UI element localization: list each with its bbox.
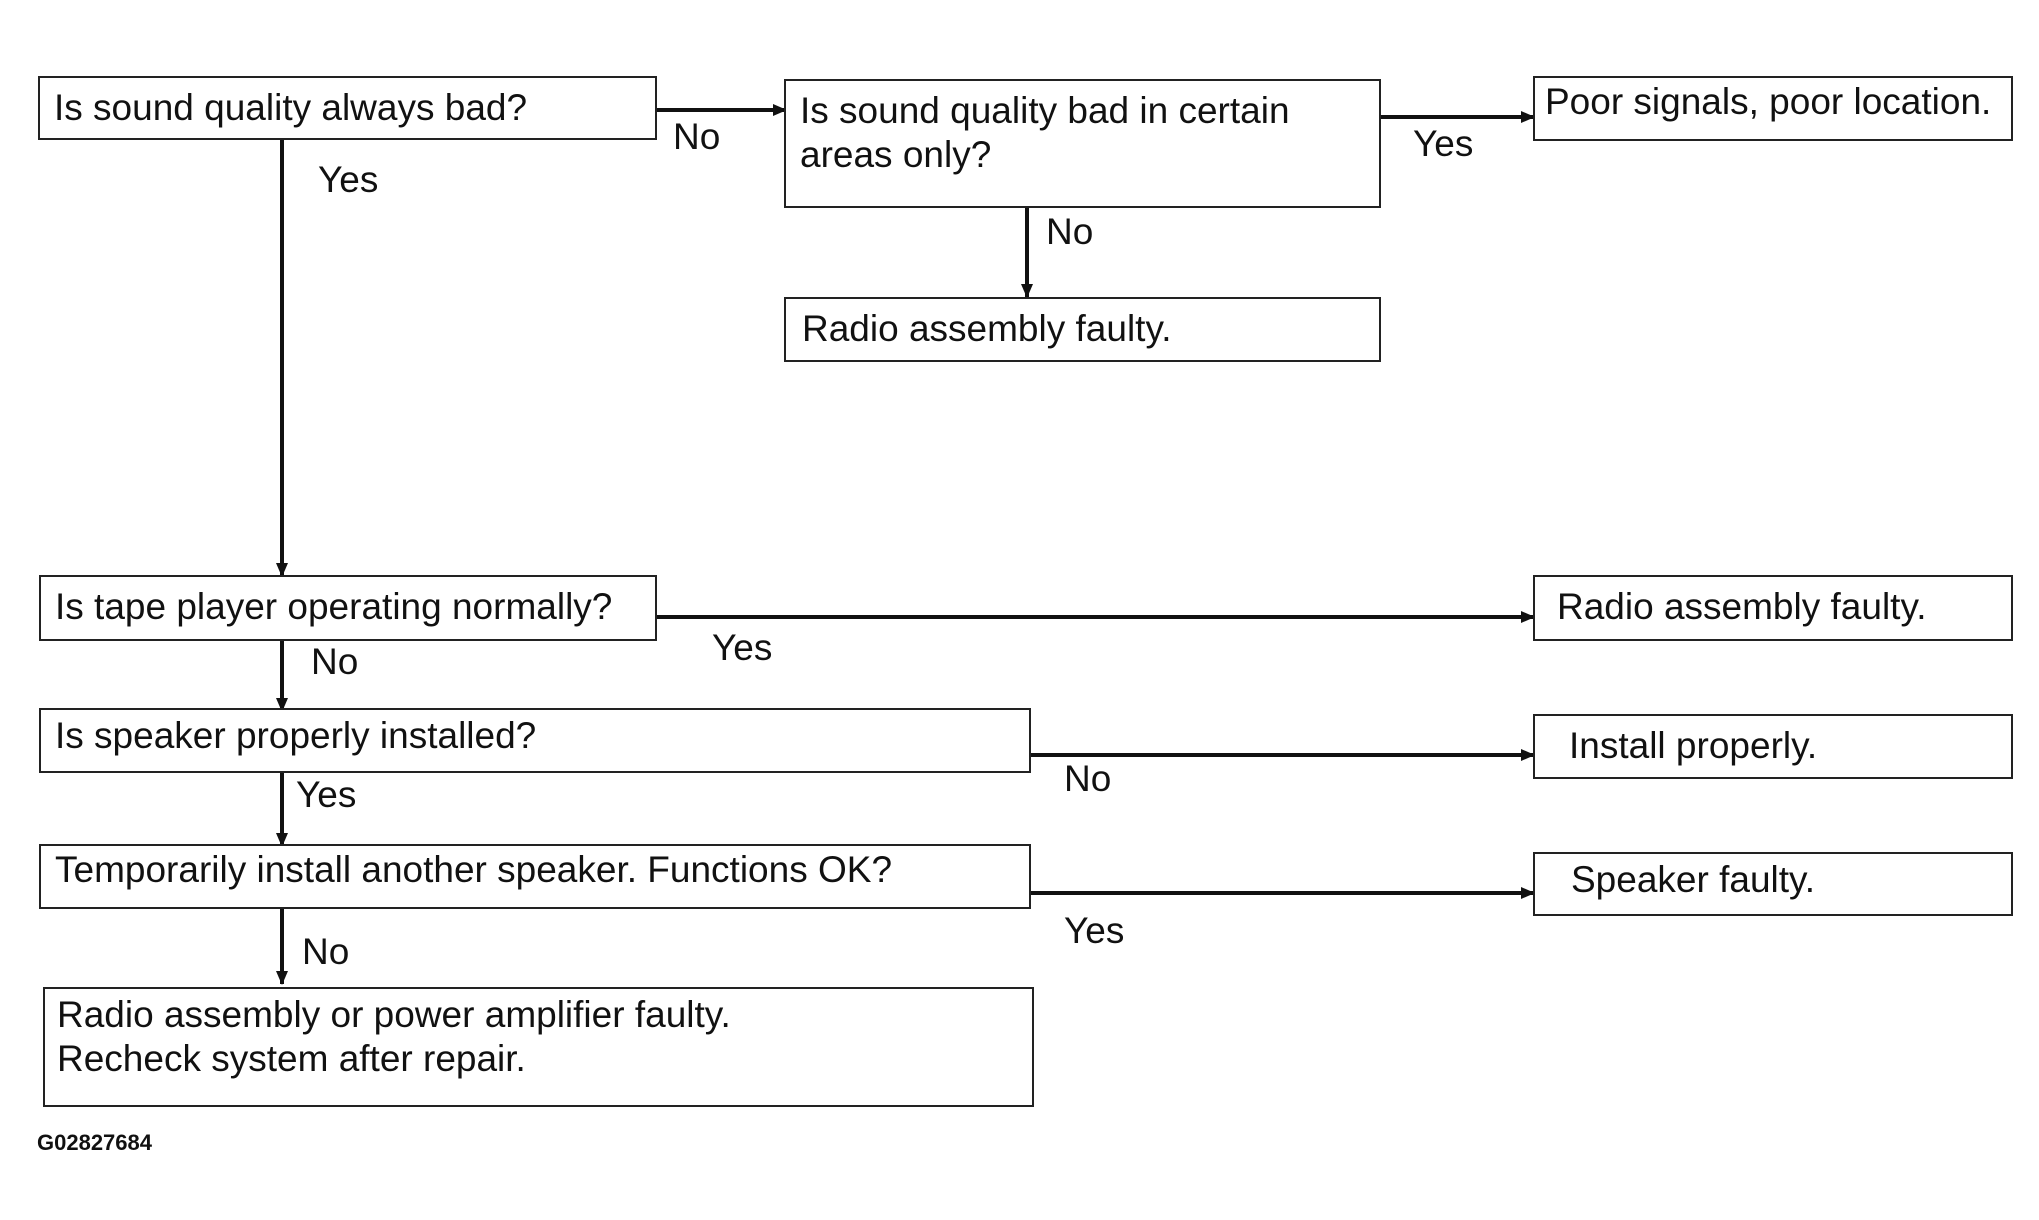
label-temp-yes: Yes <box>1064 910 1125 951</box>
label-tape-no: No <box>311 641 359 682</box>
box-text: Is sound quality always bad? <box>54 87 528 128</box>
box-sound-always-bad: Is sound quality always bad? <box>38 76 657 140</box>
box-install-properly: Install properly. <box>1533 714 2013 779</box>
box-text: Install properly. <box>1569 725 1818 766</box>
box-radio-assembly-faulty-right: Radio assembly faulty. <box>1533 575 2013 641</box>
box-poor-signals: Poor signals, poor location. <box>1533 76 2013 141</box>
box-radio-or-amplifier-faulty: Radio assembly or power amplifier faulty… <box>43 987 1034 1107</box>
label-installed-no: No <box>1064 758 1112 799</box>
box-text: Radio assembly or power amplifier faulty… <box>57 994 731 1079</box>
label-certain-areas-no: No <box>1046 211 1094 252</box>
box-text: Is speaker properly installed? <box>55 715 537 756</box>
box-text: Is tape player operating normally? <box>55 586 613 627</box>
box-bad-in-certain-areas: Is sound quality bad in certain areas on… <box>784 79 1381 208</box>
box-text: Speaker faulty. <box>1571 859 1816 900</box>
label-tape-yes: Yes <box>712 627 773 668</box>
box-text: Temporarily install another speaker. Fun… <box>55 849 893 890</box>
box-text: Poor signals, poor location. <box>1545 81 1992 122</box>
figure-code: G02827684 <box>37 1130 152 1155</box>
label-temp-no: No <box>302 931 350 972</box>
label-certain-areas-yes: Yes <box>1413 123 1474 164</box>
box-tape-player-normal: Is tape player operating normally? <box>39 575 657 641</box>
box-radio-assembly-faulty-top: Radio assembly faulty. <box>784 297 1381 362</box>
box-speaker-installed: Is speaker properly installed? <box>39 708 1031 773</box>
box-text: Is sound quality bad in certain areas on… <box>800 90 1290 175</box>
box-text: Radio assembly faulty. <box>802 308 1172 349</box>
box-speaker-faulty: Speaker faulty. <box>1533 852 2013 916</box>
box-temporary-speaker: Temporarily install another speaker. Fun… <box>39 844 1031 909</box>
label-installed-yes: Yes <box>296 774 357 815</box>
box-text: Radio assembly faulty. <box>1557 586 1927 627</box>
label-always-bad-no: No <box>673 116 721 157</box>
label-always-bad-yes: Yes <box>318 159 379 200</box>
